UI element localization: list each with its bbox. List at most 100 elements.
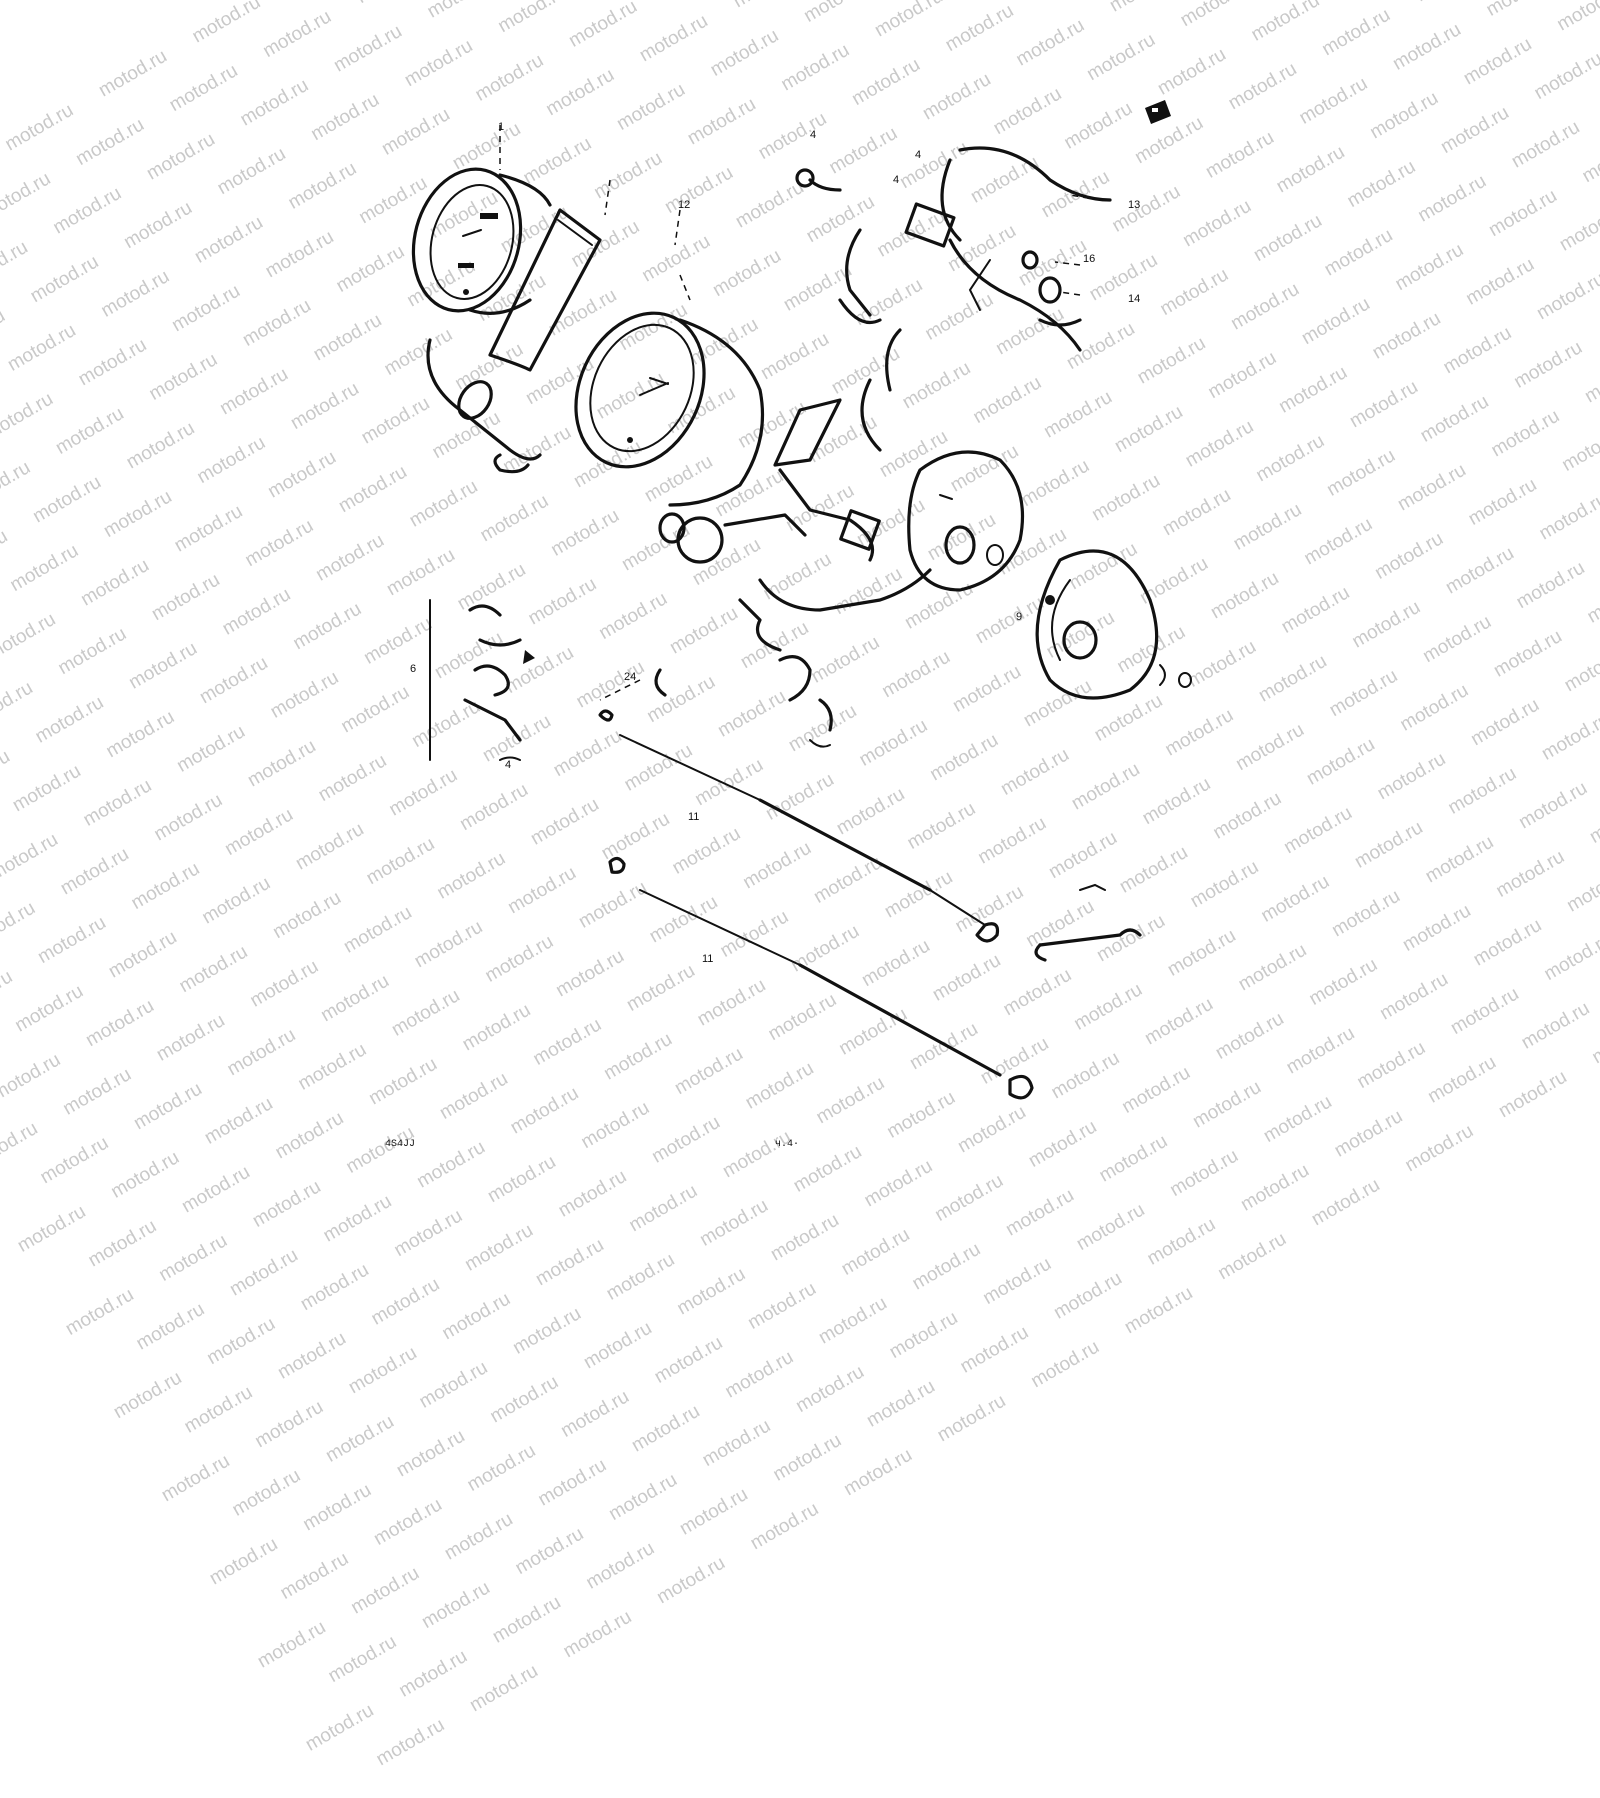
watermark-text: motod.ru <box>769 1429 846 1486</box>
callout-11: 11 <box>702 953 713 965</box>
watermark-text: motod.ru <box>393 1425 469 1482</box>
watermark-text: motod.ru <box>155 1230 231 1286</box>
watermark-text: motod.ru <box>746 1498 823 1555</box>
watermark-text: motod.ru <box>226 1244 302 1301</box>
watermark-text: motod.ru <box>582 1537 659 1594</box>
watermark-text: motod.ru <box>908 1238 985 1295</box>
callout-24: 24 <box>624 671 636 683</box>
watermark-text: motod.ru <box>345 1342 421 1399</box>
headlamp-rim-icon <box>1035 549 1192 700</box>
tachometer-cable-icon <box>608 856 1034 1100</box>
callout-4: 4 <box>810 129 816 141</box>
watermark-text: motod.ru <box>602 1249 679 1305</box>
tachometer-gauge-icon <box>411 167 602 474</box>
callout-6: 6 <box>410 663 416 675</box>
hardware-parts-icon <box>429 599 833 761</box>
watermark-text: motod.ru <box>324 1631 401 1688</box>
watermark-text: motod.ru <box>557 1386 633 1442</box>
watermark-text: motod.ru <box>815 1292 891 1349</box>
watermark-text: motod.ru <box>509 1303 585 1359</box>
watermark-text: motod.ru <box>253 1616 330 1673</box>
watermark-text: motod.ru <box>390 1205 467 1262</box>
watermark-text: motod.ru <box>297 1259 373 1316</box>
switch-cluster-icon <box>795 146 1112 392</box>
watermark-text: motod.ru <box>767 1209 843 1266</box>
callout-16: 16 <box>1083 253 1095 265</box>
watermark-text: motod.ru <box>441 1508 517 1565</box>
callout-4: 4 <box>915 149 921 161</box>
watermark-text: motod.ru <box>486 1371 563 1428</box>
watermark-text: motod.ru <box>274 1327 350 1384</box>
watermark-text: motod.ru <box>109 1367 186 1424</box>
watermark-text: motod.ru <box>132 1298 209 1355</box>
watermark-text: motod.ru <box>885 1307 962 1364</box>
watermark-text: motod.ru <box>837 1224 914 1280</box>
watermark-text: motod.ru <box>653 1552 729 1609</box>
watermark-text: motod.ru <box>251 1396 327 1453</box>
watermark-text: motod.ru <box>534 1454 611 1511</box>
watermark-text: motod.ru <box>628 1400 704 1457</box>
watermark-text: motod.ru <box>605 1469 681 1526</box>
watermark-text: motod.ru <box>299 1479 375 1536</box>
watermark-text: motod.ru <box>559 1606 636 1663</box>
watermark-text: motod.ru <box>863 1375 939 1432</box>
callout-4: 4 <box>893 174 899 186</box>
watermark-text: motod.ru <box>792 1361 868 1418</box>
watermark-text: motod.ru <box>489 1591 565 1648</box>
watermark-text: motod.ru <box>367 1273 444 1330</box>
footer-code-left: 4Ѕ4ЈЈ <box>385 1139 415 1150</box>
watermark-text: motod.ru <box>157 1450 234 1507</box>
speedometer-cable-icon <box>598 709 1000 943</box>
headlamp-housing-icon <box>907 450 1024 592</box>
watermark-text: motod.ru <box>979 1253 1055 1310</box>
watermark-text: motod.ru <box>698 1415 775 1472</box>
callout-11: 11 <box>688 811 699 823</box>
footer-code-center: ч.4· <box>775 1139 799 1150</box>
callout-12: 12 <box>678 199 690 211</box>
watermark-text: motod.ru <box>395 1645 471 1702</box>
watermark-text: motod.ru <box>301 1699 378 1756</box>
watermark-text: motod.ru <box>370 1494 446 1550</box>
watermark-text: motod.ru <box>650 1332 727 1388</box>
watermark-text: motod.ru <box>322 1411 398 1467</box>
callout-9: 9 <box>1016 611 1022 623</box>
watermark-text: motod.ru <box>61 1284 138 1340</box>
callout-4: 4 <box>505 759 511 771</box>
watermark-text: motod.ru <box>276 1548 353 1604</box>
watermark-text: motod.ru <box>721 1346 798 1403</box>
watermark-text: motod.ru <box>1143 1213 1220 1270</box>
watermark-text: motod.ru <box>203 1313 279 1370</box>
watermark-text: motod.ru <box>1050 1267 1126 1324</box>
watermark-text: motod.ru <box>84 1215 161 1272</box>
watermark-text: motod.ru <box>1027 1336 1103 1393</box>
leader-lines <box>499 125 1101 701</box>
watermark-text: motod.ru <box>418 1577 494 1634</box>
watermark-text: motod.ru <box>933 1390 1010 1447</box>
watermark-text: motod.ru <box>13 1201 90 1257</box>
watermark-text: motod.ru <box>511 1523 588 1580</box>
speedometer-gauge-icon <box>574 311 807 564</box>
watermark-text: motod.ru <box>956 1321 1033 1378</box>
watermark-text: motod.ru <box>532 1234 608 1291</box>
reference-badge-icon <box>1145 100 1171 124</box>
watermark-text: motod.ru <box>228 1465 305 1521</box>
watermark-text: motod.ru <box>840 1444 916 1501</box>
watermark-text: motod.ru <box>372 1714 449 1771</box>
watermark-text: motod.ru <box>1072 1199 1149 1256</box>
watermark-text: motod.ru <box>347 1562 423 1619</box>
watermark-text: motod.ru <box>180 1381 257 1438</box>
watermark-text: motod.ru <box>1120 1282 1197 1339</box>
watermark-text: motod.ru <box>438 1288 515 1345</box>
watermark-text: motod.ru <box>673 1263 750 1320</box>
callout-14: 14 <box>1128 293 1140 305</box>
cable-clip-icon <box>1034 883 1142 962</box>
callout-13: 13 <box>1128 199 1140 211</box>
watermark-text: motod.ru <box>1214 1228 1290 1285</box>
watermark-text: motod.ru <box>461 1219 537 1276</box>
watermark-text: motod.ru <box>696 1195 772 1251</box>
callout-1: 1 <box>498 121 504 133</box>
watermark-text: motod.ru <box>744 1278 820 1334</box>
watermark-text: motod.ru <box>415 1357 492 1413</box>
